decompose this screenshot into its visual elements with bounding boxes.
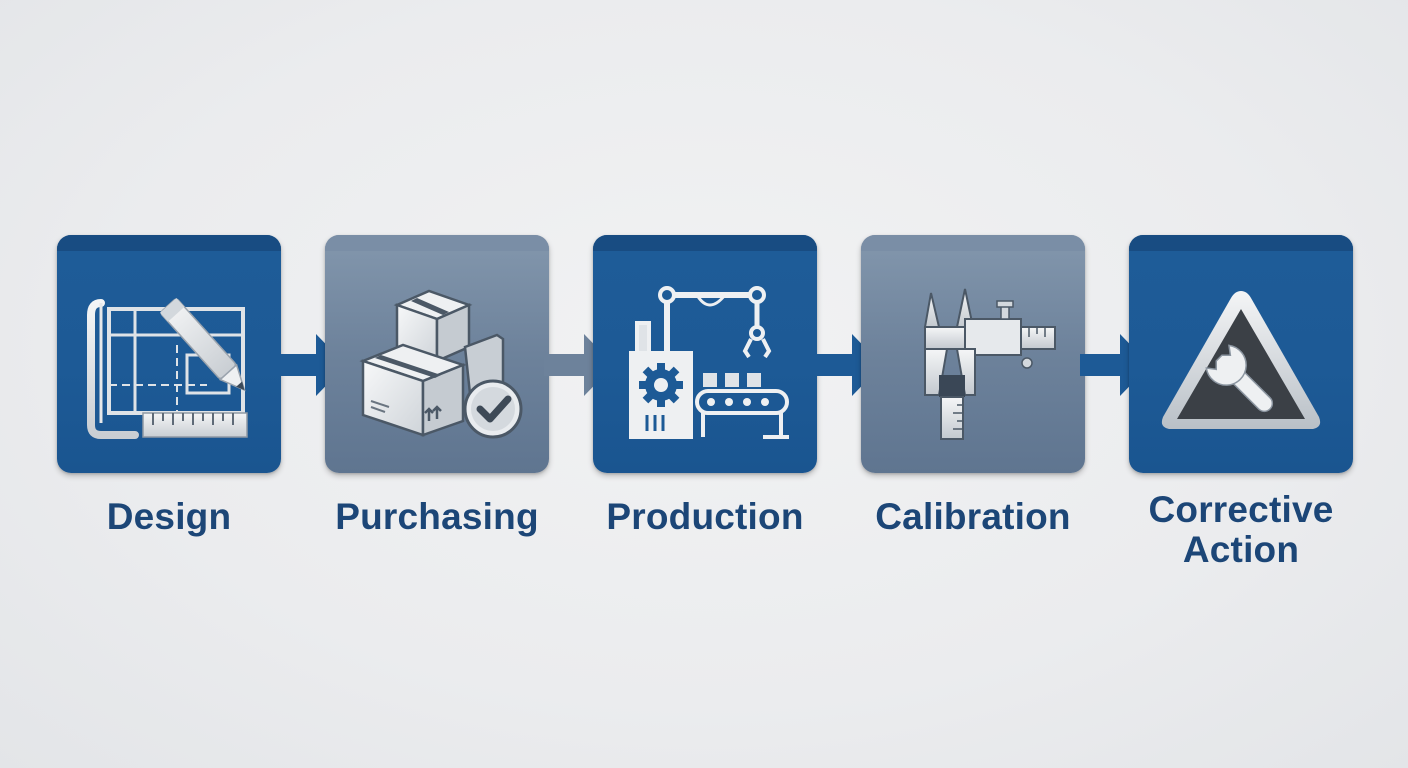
step-purchasing-tile [325, 235, 549, 473]
step-purchasing-label: Purchasing [335, 496, 539, 537]
factory-robot-arm-icon [629, 286, 789, 439]
warning-wrench-icon [1161, 291, 1321, 429]
step-calibration-label: Calibration [875, 496, 1071, 537]
blueprint-pencil-ruler-icon [87, 297, 248, 439]
boxes-checkmark-icon [359, 289, 523, 439]
step-design-tile [57, 235, 281, 473]
step-production-label: Production [606, 496, 804, 537]
step-corrective-action-label: Corrective Action [1148, 489, 1334, 570]
step-production-tile [593, 235, 817, 473]
caliper-icon [923, 288, 1056, 440]
step-design-label: Design [106, 496, 232, 537]
step-calibration-tile [861, 235, 1085, 473]
step-corrective-action-tile [1129, 235, 1353, 473]
